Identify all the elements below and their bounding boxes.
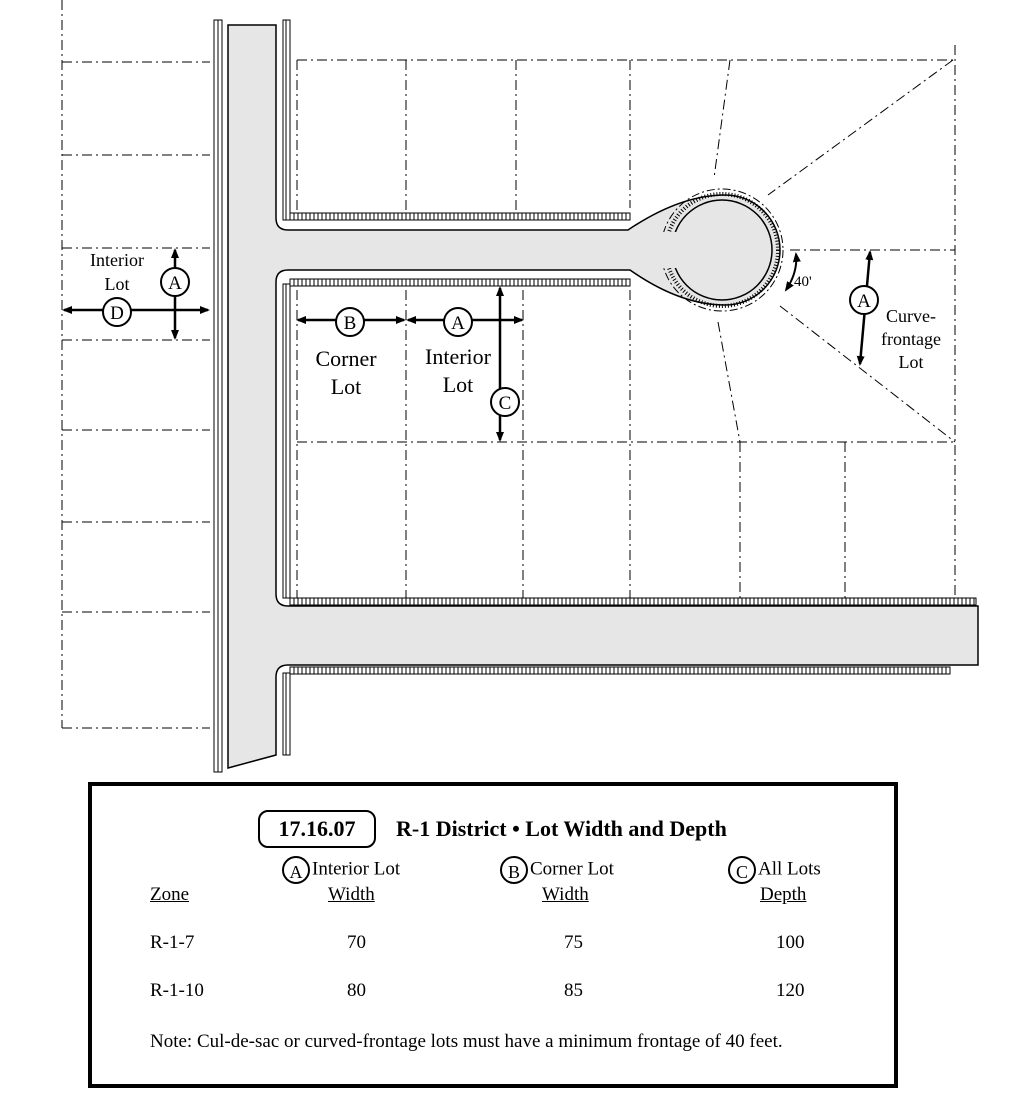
road-network — [213, 19, 979, 773]
legend-table: 17.16.07 R-1 District • Lot Width and De… — [88, 782, 898, 1088]
subdivision-diagram: A D B A C A Interior Lot Corner Lot Inte… — [61, 0, 979, 773]
marker-a-left: A — [160, 267, 190, 297]
svg-text:A: A — [857, 291, 871, 312]
row-corner-r110: 85 — [564, 980, 583, 1001]
marker-d-left: D — [102, 297, 132, 327]
code-section-badge: 17.16.07 — [258, 810, 376, 848]
marker-b-corner: B — [335, 307, 365, 337]
zone-header: Zone — [150, 884, 190, 905]
curve-frontage-label-3: Lot — [899, 352, 924, 372]
row-corner-r17: 75 — [564, 932, 583, 953]
curve-frontage-label-2: frontage — [881, 329, 941, 349]
row-depth-r17: 100 — [776, 932, 805, 953]
col-interior-subheader: Width — [328, 884, 375, 905]
marker-a-icon: A — [282, 856, 310, 884]
svg-text:C: C — [499, 393, 512, 414]
row-zone-r110: R-1-10 — [150, 980, 204, 1001]
footnote: Note: Cul-de-sac or curved-frontage lots… — [150, 1031, 783, 1052]
right-lot-lines — [296, 45, 956, 600]
row-interior-r17: 70 — [347, 932, 366, 953]
marker-c-icon: C — [728, 856, 756, 884]
corner-lot-label-1: Corner — [315, 346, 377, 371]
curve-frontage-label-1: Curve- — [886, 306, 936, 326]
row-interior-r110: 80 — [347, 980, 366, 1001]
row-depth-r110: 120 — [776, 980, 805, 1001]
svg-text:A: A — [451, 313, 465, 334]
marker-c-depth: C — [490, 387, 520, 417]
marker-a-curve: A — [849, 285, 879, 315]
interior-lot-mid-label-1: Interior — [425, 344, 492, 369]
frontage-dimension-label: 40' — [794, 274, 812, 290]
interior-lot-mid-label-2: Lot — [443, 372, 474, 397]
svg-text:B: B — [344, 313, 357, 334]
col-corner-subheader: Width — [542, 884, 589, 905]
corner-lot-label-2: Lot — [331, 374, 362, 399]
legend-title: R-1 District • Lot Width and Depth — [396, 816, 727, 841]
left-lot-lines — [61, 0, 210, 729]
marker-b-icon: B — [500, 856, 528, 884]
svg-text:A: A — [168, 273, 182, 294]
svg-text:D: D — [110, 303, 124, 324]
interior-lot-left-label-2: Lot — [105, 274, 130, 294]
row-zone-r17: R-1-7 — [150, 932, 195, 953]
interior-lot-left-label-1: Interior — [90, 250, 144, 270]
col-depth-subheader: Depth — [760, 884, 807, 905]
marker-a-mid: A — [443, 307, 473, 337]
